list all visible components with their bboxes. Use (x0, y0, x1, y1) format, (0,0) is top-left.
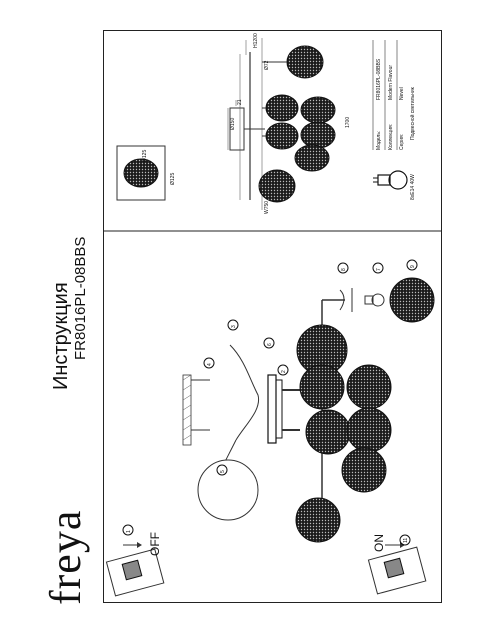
spec-model-value: FR8016PL-08BBS (376, 58, 382, 100)
step-number: 9 (410, 265, 416, 268)
dim-mid-diameter: Ø72 (264, 60, 270, 70)
spec-collection-value: Modern Flavour (388, 64, 394, 100)
instruction-frame (103, 30, 442, 603)
dim-shade-height: Ø125 (170, 172, 176, 185)
dim-top-width: W750 (264, 200, 270, 214)
spec-series-value: Nevel (399, 87, 405, 100)
step-number: 5 (220, 470, 226, 473)
step-number: 3 (231, 325, 237, 328)
spec-series-label: Серия: (399, 133, 405, 150)
bulb-spec: 8xE14 40W (410, 174, 416, 200)
step-number: 11 (403, 537, 409, 543)
step-number: 7 (376, 268, 382, 271)
spec-collection-label: Коллекция: (388, 123, 394, 150)
dim-shade-diameter: Ø125 (142, 149, 148, 162)
dim-length: 1700 (345, 116, 351, 128)
step-number: 6 (267, 343, 273, 346)
switch-on-label: ON (372, 534, 386, 552)
step-number: 2 (281, 370, 287, 373)
step-number: 8 (341, 268, 347, 271)
step-number: 1 (126, 530, 132, 533)
dim-canopy-diameter: Ø150 (230, 117, 236, 130)
spec-model-label: Модель: (376, 130, 382, 150)
step-number: 4 (207, 363, 213, 366)
spec-type-value: Подвесной светильник (410, 87, 416, 140)
dim-height: H1200 (253, 33, 259, 48)
dim-small-length: 21 (237, 99, 243, 105)
switch-off-label: OFF (148, 532, 162, 556)
